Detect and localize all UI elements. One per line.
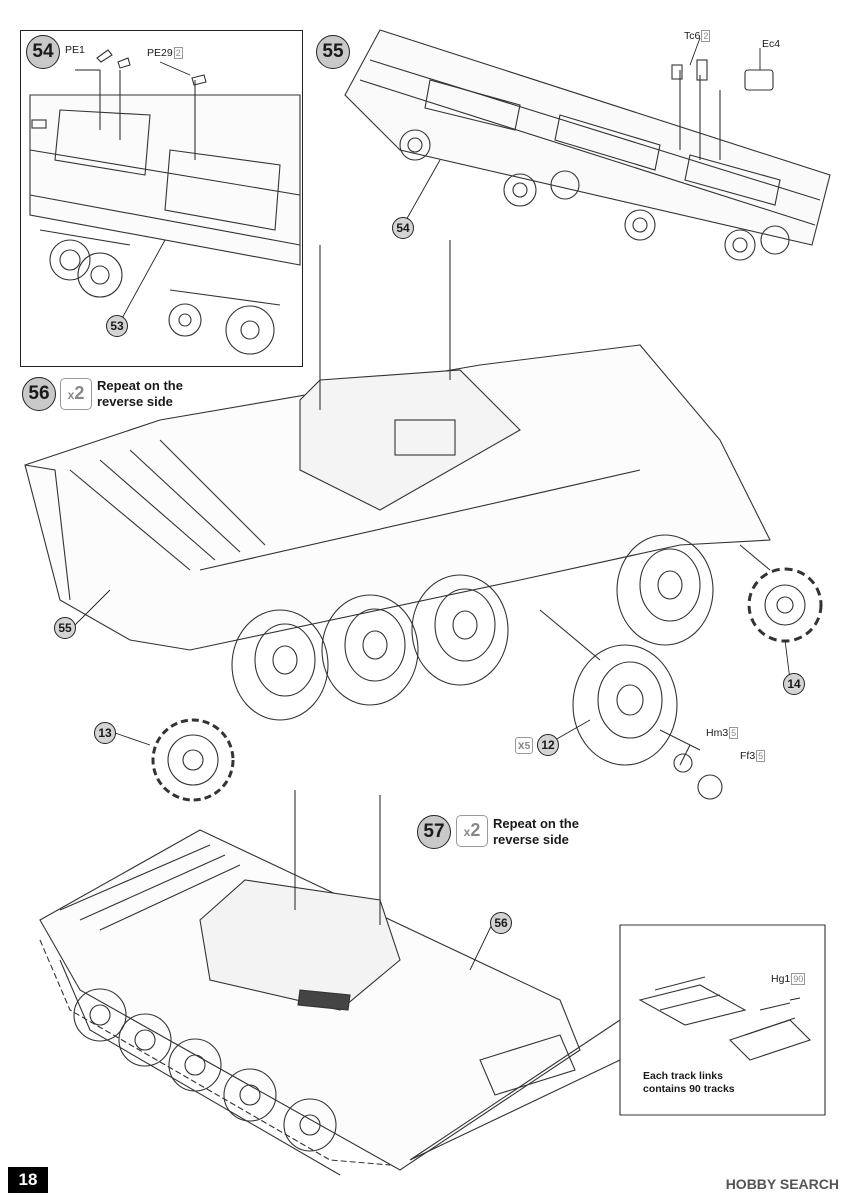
road-wheel-2 (321, 594, 419, 706)
hull-underside-drawing (344, 29, 831, 261)
step-57-multiplier: x2 (456, 815, 488, 847)
part-ff3-code: Ff3 (740, 750, 756, 762)
callout-12: 12 (537, 734, 559, 756)
step-56-multiplier: x2 (60, 378, 92, 410)
part-pe29-qty: 2 (173, 47, 183, 59)
completed-hull-drawing (39, 790, 581, 1176)
step-54-inset-frame (20, 30, 303, 367)
idler-wheel (747, 567, 823, 643)
part-hg1-qty: 90 (791, 973, 806, 985)
step-57-repeat-note: Repeat on the reverse side (493, 816, 579, 847)
step-54-badge: 54 (26, 35, 60, 69)
part-tc6-code: Tc6 (684, 30, 701, 42)
hull-with-road-wheels-drawing (24, 240, 823, 802)
track-link-drawing (409, 924, 826, 1161)
track-count-note: Each track links contains 90 tracks (643, 1070, 735, 1095)
part-hg1-code: Hg1 (771, 973, 791, 985)
callout-14: 14 (783, 673, 805, 695)
page-number: 18 (8, 1167, 48, 1193)
road-wheel-multiplier: x5 (515, 737, 533, 754)
part-pe1-code: PE1 (65, 44, 85, 56)
watermark: HOBBY SEARCH (726, 1176, 839, 1192)
watermark-text: HOBBY SEARCH (725, 1176, 839, 1192)
road-wheel-1 (231, 609, 329, 721)
step-55-badge: 55 (316, 35, 350, 69)
step-57-badge: 57 (417, 815, 451, 849)
inset-detail-drawing (29, 49, 301, 355)
part-tc6-qty: 2 (701, 30, 711, 42)
callout-55: 55 (54, 617, 76, 639)
callout-13: 13 (94, 722, 116, 744)
road-wheel-4 (616, 534, 714, 646)
loose-road-wheel (572, 644, 678, 766)
part-ec4-code: Ec4 (762, 38, 781, 50)
step-56-badge: 56 (22, 377, 56, 411)
callout-56: 56 (490, 912, 512, 934)
callout-53: 53 (106, 315, 128, 337)
drive-sprocket (151, 718, 235, 802)
part-hm3-qty: 5 (729, 727, 739, 739)
part-pe1-label: PE1 (65, 44, 85, 56)
step-56-repeat-note: Repeat on the reverse side (97, 378, 183, 409)
part-hm3-code: Hm3 (706, 727, 729, 739)
step-56-multiplier-value: 2 (74, 383, 85, 403)
part-ff3-qty: 5 (756, 750, 766, 762)
road-wheel-3 (411, 574, 509, 686)
part-ec4-label: Ec4 (762, 38, 780, 50)
step-57-multiplier-value: 2 (470, 820, 481, 840)
part-pe29-code: PE29 (147, 47, 173, 59)
road-wheel-multiplier-value: 5 (524, 741, 531, 752)
callout-54: 54 (392, 217, 414, 239)
